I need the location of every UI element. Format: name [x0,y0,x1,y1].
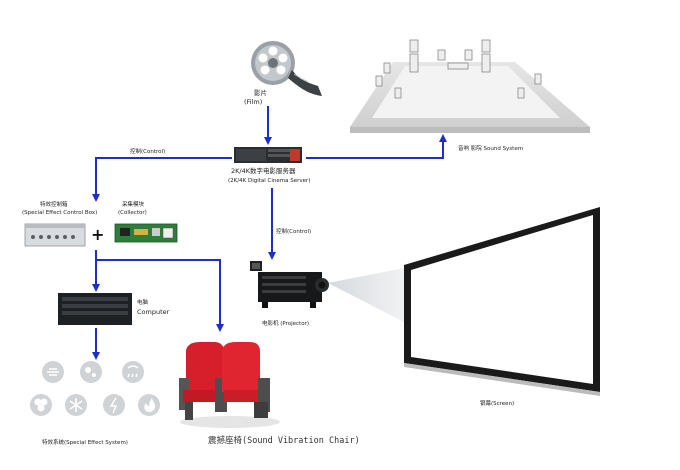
chair-label: 震撼座椅(Sound Vibration Chair) [208,435,360,446]
computer-label-cn: 电脑 [137,298,149,306]
server-to-sound-arrow [306,134,447,159]
cinema-screen [404,207,600,396]
projector-label: 电影机 (Projector) [262,319,309,327]
collector-label-cn: 采集模块 [122,200,145,208]
bubble-effect-icon [80,361,102,383]
effects-label: 特效系统(Special Effect System) [42,438,128,446]
projector-icon [250,261,329,308]
plus-sign: + [91,225,104,244]
computer-label-en: Computer [137,308,170,316]
server-label-en: (2K/4K Digital Cinema Server) [228,178,310,184]
sound-system-room [350,62,590,133]
control-left-label: 控制(Control) [130,147,165,155]
lightning-effect-icon [103,394,125,416]
sound-system-label: 音响 影院 Sound System [458,144,523,152]
cinema-server-icon [234,147,302,163]
vibration-chair-icon [179,342,280,428]
collector-label-en: (Collector) [118,210,147,216]
effectbox-to-chair-arrow [96,259,224,332]
effect-box-label-cn: 特效控制箱 [40,200,68,208]
film-label-en: (Film) [244,98,262,106]
server-label-cn: 2K/4K数字电影服务器 [231,166,296,175]
effect-box-label-en: (Special Effect Control Box) [22,210,97,216]
control-down-label: 控制(Control) [276,227,311,235]
effect-control-box-icon [24,223,86,247]
screen-label: 银幕(Screen) [480,399,514,407]
speaker-icons [375,39,542,99]
computer-icon [58,293,132,325]
server-to-effectbox-arrow [92,157,232,202]
connection-arrows [92,106,447,360]
fire-effect-icon [138,394,160,416]
projection-beam [328,268,404,322]
film-label-cn: 影片 [254,88,267,97]
film-reel-icon [251,41,322,96]
rain-effect-icon [122,361,144,383]
collector-board-icon [114,223,178,243]
special-effect-icons [30,361,160,416]
